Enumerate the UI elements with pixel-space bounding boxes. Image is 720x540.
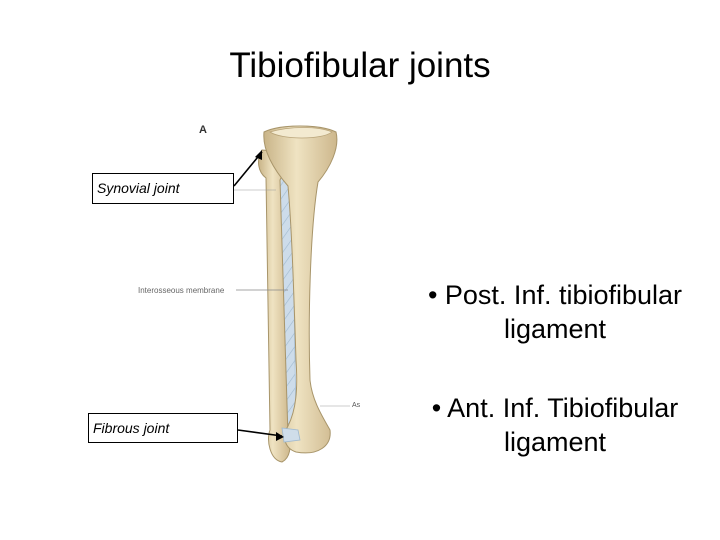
figure-mark-label: As	[352, 402, 361, 409]
fibrous-arrow	[237, 429, 283, 437]
figure-letter: A	[199, 124, 207, 136]
bullet-post-inf-ligament: • Post. Inf. tibiofibular ligament	[427, 280, 683, 344]
distal-ligaments	[281, 427, 301, 443]
bullet-ant-inf-ligament: • Ant. Inf. Tibiofibular ligament	[431, 393, 679, 457]
fibrous-joint-label: Fibrous joint	[88, 413, 238, 443]
interosseous-membrane-label: Interosseous membrane	[138, 286, 225, 295]
tibia	[263, 125, 338, 454]
slide-title: Tibiofibular joints	[229, 46, 491, 85]
synovial-joint-label: Synovial joint	[92, 173, 234, 204]
